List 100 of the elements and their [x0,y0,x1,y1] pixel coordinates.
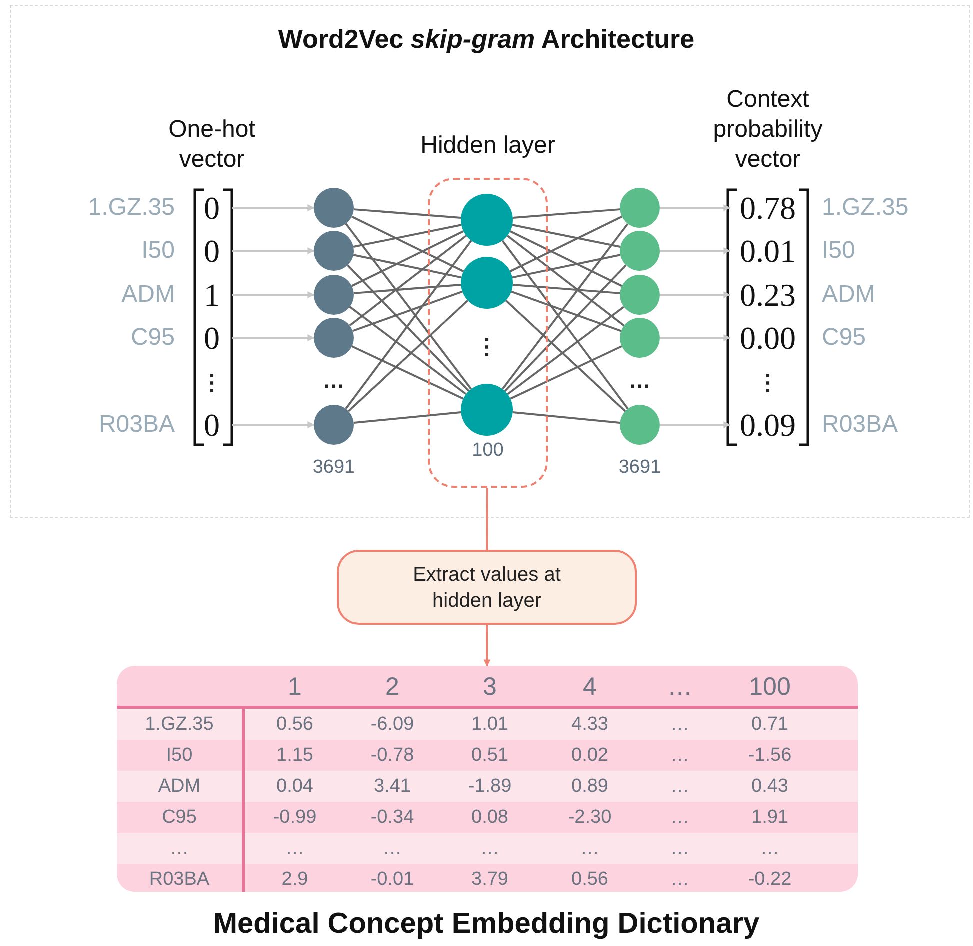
table-cell: 4.33 [540,709,640,740]
concept-code: 1.GZ.35 [822,194,909,222]
vector-heading: One-hot vector [168,115,256,175]
process-box: Extract values at hidden layer [337,550,637,625]
neuron-circle [620,231,660,271]
connection-line [502,240,629,410]
vector-value: 0 [192,405,232,445]
connection-line [505,300,626,412]
concept-code: I50 [142,237,175,265]
connection-line [353,254,462,279]
arrow [660,334,731,342]
neuron-circle [620,318,660,358]
neuron-circle [314,275,354,315]
connection-line [345,240,472,410]
vector-value: 0 [192,188,232,228]
connection-line [354,412,462,424]
connection-line [507,306,625,396]
connection-line [349,306,467,396]
connection-line [354,208,462,219]
row-header: R03BA [117,864,245,892]
ellipsis: ⋮ [476,334,498,360]
table-cell: 3.41 [345,771,440,802]
connection-line [345,223,472,390]
table-cell: … [540,833,640,864]
neuron-circle [461,384,513,436]
vector-value: 0.78 [730,188,806,228]
vector-heading: Context probability vector [712,85,824,175]
embedding-table [117,666,858,892]
arrow [232,292,315,298]
neuron-circle [461,194,513,246]
table-cell: 0.43 [720,771,858,802]
table-cell: … [640,771,720,802]
concept-code: 1.GZ.35 [88,194,175,222]
layer-size: 3691 [312,457,356,479]
concept-code: ADM [122,281,175,309]
vector-value: 0.00 [730,318,806,358]
arrow [232,334,315,342]
diagram-caption: Medical Concept Embedding Dictionary [212,908,761,941]
concept-code: C95 [130,324,175,352]
connection-line [512,284,620,294]
table-cell: -6.09 [345,709,440,740]
neuron-circle [461,257,513,309]
row-header: … [117,833,245,864]
table-cell: 0.04 [245,771,345,802]
table-cell: 0.56 [245,709,345,740]
neuron-circle [314,231,354,271]
arrow [232,422,315,428]
table-cell: … [640,833,720,864]
table-cell: … [345,833,440,864]
table-cell: -1.89 [440,771,540,802]
vector-value: 0 [192,231,232,271]
neuron-circle [314,318,354,358]
connection-line [349,235,468,327]
arrow [232,248,315,254]
row-header: 1.GZ.35 [117,709,245,740]
diagram-title: Word2Vec skip-gram Architecture [277,24,696,55]
connection-line [512,224,621,248]
connection-line [347,264,470,392]
ellipsis: … [629,368,651,394]
ellipsis: ⋮ [201,370,223,396]
concept-code: C95 [822,324,866,352]
neuron-circle [620,188,660,228]
arrow [660,292,731,298]
vector-value: 0.01 [730,231,806,271]
connection-line [506,235,625,327]
table-cell: 0.71 [720,709,858,740]
concept-code: I50 [822,237,856,265]
neuron-circle [314,188,354,228]
connection-line [352,216,464,272]
table-cell: … [720,833,858,864]
vector-value: 0.23 [730,275,806,315]
table-cell: 1.01 [440,709,540,740]
connection-line [352,230,464,288]
arrow [660,204,731,212]
arrow [660,422,731,428]
connection-line [352,346,464,400]
connection-line [502,223,629,390]
vector-value: 0.09 [730,405,806,445]
layer-size: 3691 [618,457,662,479]
neuron-circle [620,275,660,315]
layer-size: 100 [471,440,505,462]
arrow [484,625,491,667]
arrow [660,248,731,254]
connection-line [511,290,622,332]
concept-code: ADM [822,281,876,309]
connection-line [510,346,622,400]
vector-value: 1 [192,275,232,315]
layer-heading: Hidden layer [420,132,556,160]
connection-line [512,254,621,279]
connection-line [486,488,488,550]
connection-line [512,208,620,219]
concept-code: R03BA [98,411,175,439]
connection-line [512,412,620,424]
arrow [232,204,315,212]
connection-line [510,216,622,272]
connection-line [504,264,627,392]
ellipsis: … [323,368,345,394]
vector-value: 0 [192,318,232,358]
connection-line [348,300,469,412]
connection-line [354,284,462,294]
